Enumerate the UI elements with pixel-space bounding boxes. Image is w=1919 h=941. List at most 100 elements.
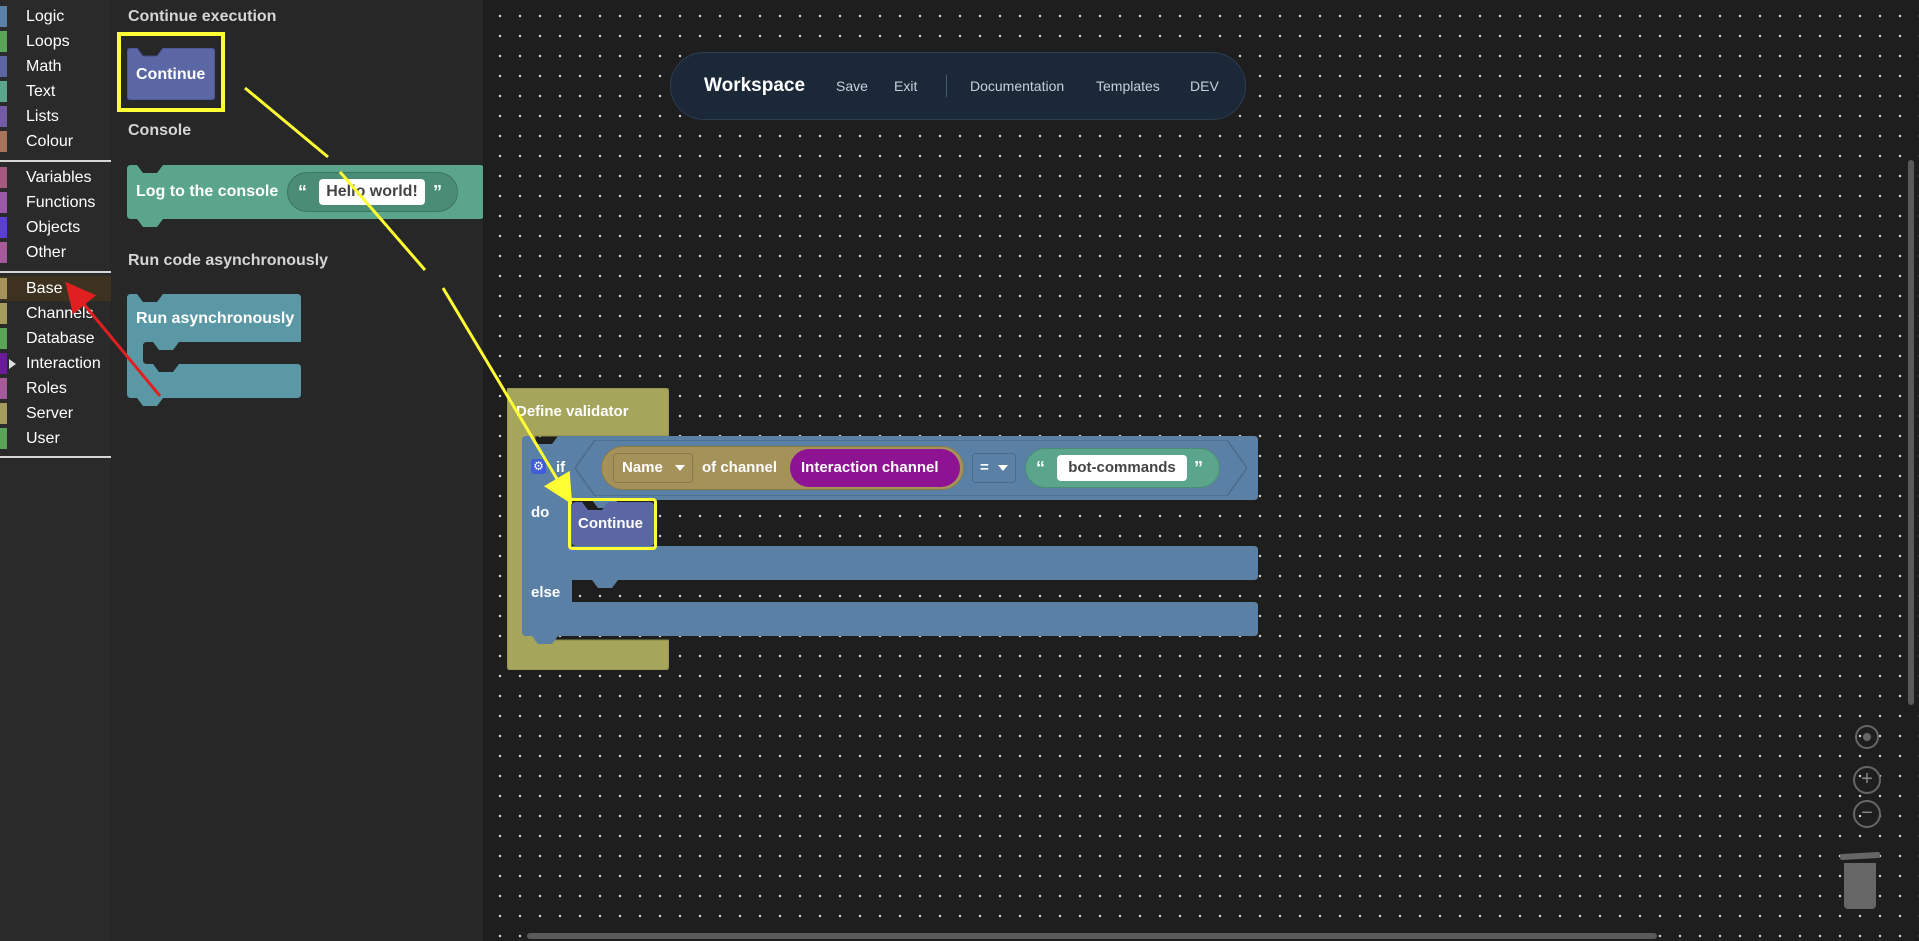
category-other[interactable]: Other xyxy=(0,240,111,265)
toolbox-separator xyxy=(0,160,111,162)
category-lists[interactable]: Lists xyxy=(0,104,111,129)
templates-link[interactable]: Templates xyxy=(1096,78,1160,94)
category-label: Database xyxy=(26,330,95,347)
category-label: Server xyxy=(26,405,74,422)
category-logic[interactable]: Logic xyxy=(0,4,111,29)
continue-block-highlight xyxy=(117,32,225,112)
text-value-field[interactable]: bot-commands xyxy=(1057,455,1187,481)
category-colour[interactable]: Colour xyxy=(0,129,111,154)
open-quote-icon: “ xyxy=(298,182,307,202)
category-label: Text xyxy=(26,83,56,100)
category-label: User xyxy=(26,430,60,447)
define-validator-label: Define validator xyxy=(516,403,629,420)
trash-lid xyxy=(1839,851,1881,861)
category-objects[interactable]: Objects xyxy=(0,215,111,240)
color-swatch xyxy=(0,428,7,449)
name-dropdown[interactable] xyxy=(613,453,693,483)
category-server[interactable]: Server xyxy=(0,401,111,426)
text-open-quote-icon: “ xyxy=(1036,458,1045,478)
flyout: Continue execution Continue Console Log … xyxy=(111,0,484,941)
continue-section-title: Continue execution xyxy=(128,8,277,25)
top-nav-bar: Workspace Save Exit Documentation Templa… xyxy=(670,52,1246,120)
category-label: Roles xyxy=(26,380,67,397)
horizontal-scrollbar[interactable] xyxy=(527,933,1657,939)
category-label: Colour xyxy=(26,133,74,150)
color-swatch xyxy=(0,303,7,324)
trash-icon[interactable] xyxy=(1839,851,1881,911)
category-functions[interactable]: Functions xyxy=(0,190,111,215)
async-section-title: Run code asynchronously xyxy=(128,252,329,269)
continue-highlight xyxy=(568,498,657,550)
documentation-link[interactable]: Documentation xyxy=(970,78,1065,94)
continue-block-label: Continue xyxy=(136,66,206,83)
category-label: Lists xyxy=(26,108,59,125)
toolbox xyxy=(0,0,111,941)
console-section-title: Console xyxy=(128,122,192,139)
category-label: Loops xyxy=(26,33,70,50)
text-close-quote-icon: ” xyxy=(1194,458,1203,478)
else-label: else xyxy=(531,584,561,601)
color-swatch xyxy=(0,328,7,349)
operator-label: = xyxy=(980,459,989,476)
category-label: Interaction xyxy=(26,355,101,372)
toolbox-separator xyxy=(0,271,111,273)
operator-dropdown[interactable] xyxy=(972,453,1016,483)
category-channels[interactable]: Channels xyxy=(0,301,111,326)
exit-button[interactable]: Exit xyxy=(894,78,918,94)
color-swatch xyxy=(0,403,7,424)
color-swatch xyxy=(0,131,7,152)
category-label: Other xyxy=(26,244,67,261)
nav-divider xyxy=(946,75,947,97)
color-swatch xyxy=(0,353,7,374)
color-swatch xyxy=(0,31,7,52)
color-swatch xyxy=(0,167,7,188)
workspace-continue-block[interactable] xyxy=(572,502,654,546)
category-label: Math xyxy=(26,58,62,75)
category-label: Channels xyxy=(26,305,94,322)
save-button[interactable]: Save xyxy=(836,78,868,94)
category-loops[interactable]: Loops xyxy=(0,29,111,54)
category-database[interactable]: Database xyxy=(0,326,111,351)
category-user[interactable]: User xyxy=(0,426,111,451)
name-dropdown-label: Name xyxy=(622,459,663,476)
toolbox-separator xyxy=(0,456,111,458)
zoom-in-icon[interactable]: + xyxy=(1853,766,1881,794)
run-async-label: Run asynchronously xyxy=(136,310,295,327)
interaction-channel-block[interactable] xyxy=(790,449,960,487)
close-quote-icon: ” xyxy=(433,182,442,202)
zoom-out-icon[interactable]: − xyxy=(1853,800,1881,828)
color-swatch xyxy=(0,81,7,102)
category-text[interactable]: Text xyxy=(0,79,111,104)
of-channel-label: of channel xyxy=(702,459,778,476)
run-async-block[interactable] xyxy=(127,294,301,408)
workspace-title: Workspace xyxy=(704,75,806,96)
log-text-field[interactable]: Hello world! xyxy=(319,179,425,205)
category-base[interactable]: Base xyxy=(0,276,111,301)
expand-arrow-icon[interactable] xyxy=(9,359,16,369)
continue-block[interactable] xyxy=(127,48,215,100)
category-label: Objects xyxy=(26,219,81,236)
recenter-dot xyxy=(1863,733,1871,741)
color-swatch xyxy=(0,242,7,263)
color-swatch xyxy=(0,278,7,299)
color-swatch xyxy=(0,378,7,399)
interaction-channel-label: Interaction channel xyxy=(801,459,939,476)
color-swatch xyxy=(0,6,7,27)
color-swatch xyxy=(0,217,7,238)
category-variables[interactable]: Variables xyxy=(0,165,111,190)
operator-chevron-icon xyxy=(998,465,1008,471)
category-label: Logic xyxy=(26,8,65,25)
trash-can xyxy=(1844,863,1876,909)
vertical-scrollbar[interactable] xyxy=(1908,160,1914,705)
recenter-icon[interactable] xyxy=(1855,725,1879,749)
color-swatch xyxy=(0,192,7,213)
category-roles[interactable]: Roles xyxy=(0,376,111,401)
do-label: do xyxy=(531,504,550,521)
category-label: Functions xyxy=(26,194,96,211)
gear-icon[interactable]: ⚙ xyxy=(531,459,546,474)
workspace-continue-label: Continue xyxy=(578,515,643,532)
category-interaction[interactable]: Interaction xyxy=(0,351,111,376)
category-math[interactable]: Math xyxy=(0,54,111,79)
dev-link[interactable]: DEV xyxy=(1190,78,1219,94)
category-label: Base xyxy=(26,280,63,297)
